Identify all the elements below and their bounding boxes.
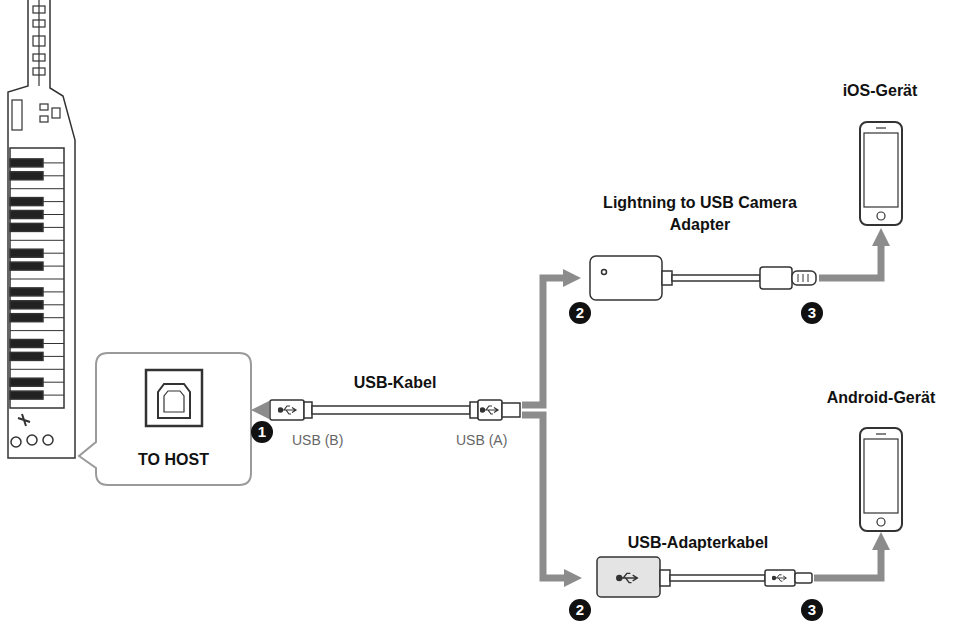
white-key-line [10, 188, 64, 189]
lightning-adapter [590, 256, 816, 300]
ios-phone [860, 122, 902, 225]
node-label: Android-Gerät [827, 387, 935, 409]
node-label: USB-Kabel [354, 372, 437, 394]
black-key [10, 249, 43, 257]
black-key [10, 211, 43, 219]
usb-adapter-cable [597, 557, 812, 597]
android-phone [860, 428, 902, 531]
node-label: Lightning to USB Camera Adapter [585, 192, 815, 235]
black-key [10, 159, 43, 167]
connector-arrow [814, 544, 881, 578]
usb-cable [270, 400, 520, 420]
neck-controls [33, 0, 45, 86]
callout-number: 2 [569, 599, 591, 621]
black-key [10, 198, 43, 206]
connector-type: USB (A) [456, 432, 507, 448]
node-label: iOS-Gerät [843, 80, 918, 102]
connector-type: USB (B) [292, 432, 343, 448]
logo-symbol [18, 414, 30, 426]
white-key-line [10, 279, 64, 280]
black-key [10, 223, 43, 231]
white-key-line [10, 369, 64, 370]
cable-item: USB-Kabel [268, 370, 522, 430]
device-item: Android-Gerät [815, 385, 947, 532]
black-key [10, 262, 43, 270]
white-key-line [10, 330, 64, 331]
black-key [10, 352, 43, 360]
keyboard-body [8, 0, 75, 458]
upper-controls [12, 100, 60, 130]
callout-number: 1 [251, 421, 273, 443]
callout-number: 3 [801, 302, 823, 324]
jack [11, 437, 21, 447]
jack [27, 435, 37, 445]
white-key-line [10, 240, 64, 241]
black-key [10, 340, 43, 348]
connector-arrow [819, 240, 881, 278]
key-bed [10, 148, 64, 408]
black-key [10, 301, 43, 309]
black-key [10, 172, 43, 180]
jack [43, 435, 53, 445]
port-callout: TO HOST [96, 353, 251, 485]
node-label: USB-Adapterkabel [628, 532, 768, 554]
adapter-item: USB-Adapterkabel [582, 530, 814, 600]
callout-number: 3 [801, 599, 823, 621]
callout-outline [79, 353, 251, 485]
keys [10, 159, 64, 399]
black-key [10, 314, 43, 322]
device-item: iOS-Gerät [830, 78, 930, 228]
connector-arrow [522, 278, 569, 405]
connector-arrow [263, 407, 268, 414]
connector-arrow [522, 415, 570, 578]
black-key [10, 378, 43, 386]
usb-b-port [146, 370, 202, 426]
callout-number: 2 [569, 302, 591, 324]
adapter-item: Lightning to USB Camera Adapter [581, 190, 819, 310]
keyboard-instrument [8, 0, 75, 458]
black-key [10, 288, 43, 296]
black-key [10, 391, 43, 399]
node-label: TO HOST [138, 449, 209, 471]
